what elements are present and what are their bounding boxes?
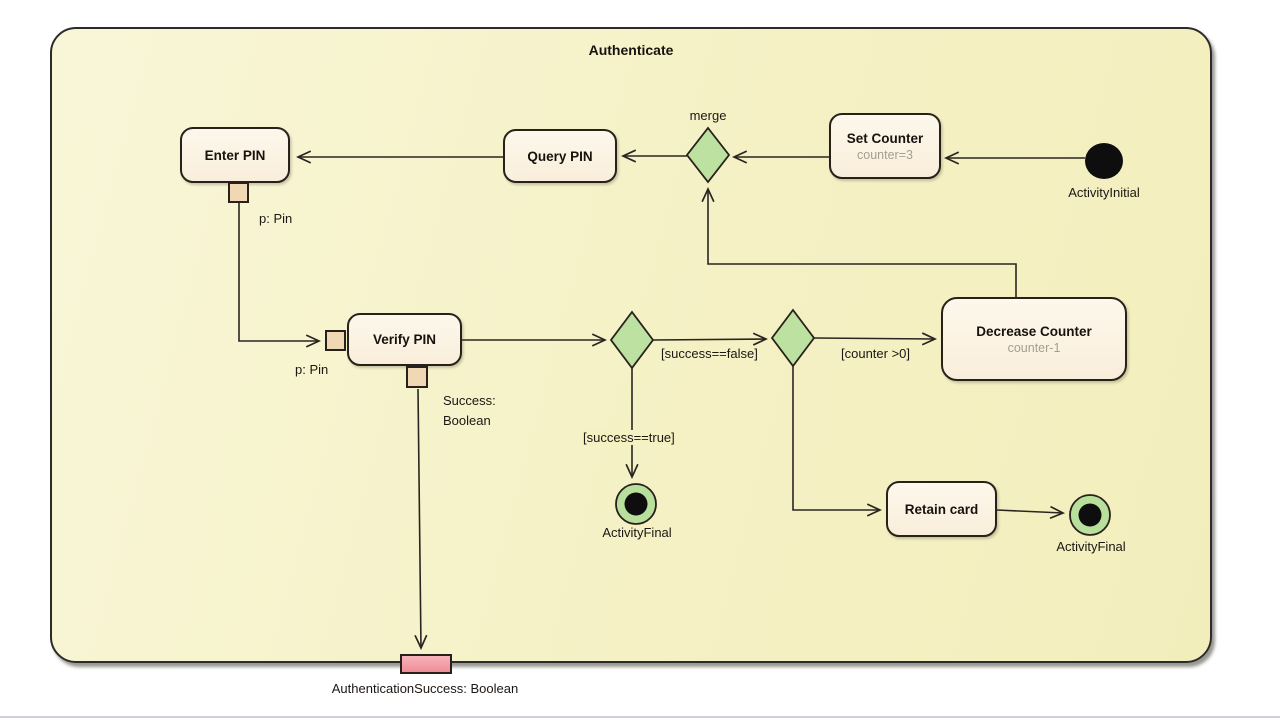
action-decrease-counter: Decrease Counter counter-1	[941, 297, 1127, 381]
pin-label-enter-pin: p: Pin	[259, 211, 293, 226]
input-pin-verify-pin	[325, 330, 346, 351]
guard-label-counter-gt0: [counter >0]	[841, 346, 911, 361]
action-enter-pin-label: Enter PIN	[204, 147, 266, 163]
merge-node-label: merge	[689, 108, 727, 123]
action-verify-pin-label: Verify PIN	[372, 332, 437, 347]
activity-frame-title: Authenticate	[588, 42, 674, 58]
activity-final-success-label: ActivityFinal	[602, 525, 672, 540]
action-query-pin: Query PIN	[503, 129, 617, 183]
action-set-counter: Set Counter counter=3	[829, 113, 941, 179]
action-retain-card-label: Retain card	[904, 501, 979, 517]
action-retain-card: Retain card	[886, 481, 997, 537]
action-query-pin-label: Query PIN	[527, 148, 593, 164]
action-decrease-counter-effect: counter-1	[1007, 340, 1061, 355]
guard-label-success-true: [success==true]	[581, 430, 677, 445]
pin-label-verify-pin-input: p: Pin	[295, 362, 329, 377]
output-pin-enter-pin	[228, 182, 249, 203]
parameter-node-authentication-success	[400, 654, 452, 674]
action-set-counter-effect: counter=3	[857, 147, 913, 162]
output-pin-verify-pin	[406, 366, 428, 388]
parameter-node-label: AuthenticationSuccess: Boolean	[331, 681, 519, 696]
action-enter-pin: Enter PIN	[180, 127, 290, 183]
action-verify-pin: Verify PIN	[347, 313, 462, 366]
activity-final-retain-label: ActivityFinal	[1056, 539, 1126, 554]
action-decrease-counter-label: Decrease Counter	[976, 323, 1092, 339]
pin-label-verify-pin-output: Success: Boolean	[443, 393, 496, 428]
activity-initial-label: ActivityInitial	[1068, 185, 1140, 200]
guard-label-success-false: [success==false]	[661, 346, 758, 361]
bottom-divider-line	[0, 716, 1280, 718]
action-set-counter-label: Set Counter	[846, 130, 924, 146]
